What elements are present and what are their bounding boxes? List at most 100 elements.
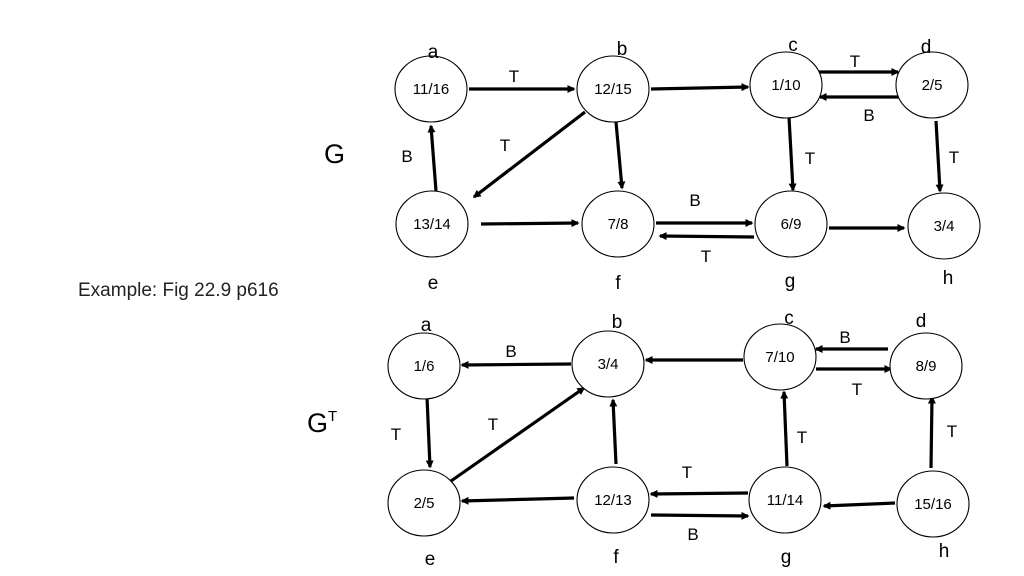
edge-label-e-to-b: T xyxy=(488,415,498,434)
node-name-c: c xyxy=(788,35,798,56)
node-name-e: e xyxy=(425,549,436,570)
node-g: 6/9 g xyxy=(754,190,828,292)
node-circle-a xyxy=(394,55,468,123)
node-c: 1/10 c xyxy=(749,35,823,119)
edge-label-b-to-e: T xyxy=(500,136,510,155)
node-circle-d xyxy=(895,51,969,119)
node-name-a: a xyxy=(428,42,439,63)
node-b: 12/15 b xyxy=(576,39,650,123)
edge-label-d-to-c: B xyxy=(839,328,850,347)
node-times-d: 8/9 xyxy=(916,358,937,375)
node-times-a: 11/16 xyxy=(413,81,449,98)
node-circle-f xyxy=(581,190,655,258)
node-times-g: 11/14 xyxy=(767,492,803,509)
node-c: 7/10 c xyxy=(743,308,817,391)
edge-g-to-f xyxy=(649,489,749,498)
node-circle-e xyxy=(395,190,469,258)
node-d: 2/5d xyxy=(895,37,969,119)
edge-a-to-e xyxy=(425,396,434,469)
node-f: 7/8 f xyxy=(581,190,655,294)
node-b: 3/4 b xyxy=(571,312,645,398)
edge-label-g-to-c: T xyxy=(797,428,807,447)
node-circle-c xyxy=(749,51,823,119)
node-circle-b xyxy=(576,55,650,123)
node-name-g: g xyxy=(781,547,792,568)
edge-label-d-to-h: T xyxy=(949,148,959,167)
graph-title: GT xyxy=(307,408,337,438)
node-times-h: 3/4 xyxy=(934,218,955,235)
graph-title-main: G xyxy=(324,139,345,169)
edge-e-to-f xyxy=(480,219,580,228)
edge-label-g-to-f: T xyxy=(682,463,692,482)
edge-label-b-to-a: B xyxy=(505,342,516,361)
node-h: 15/16 h xyxy=(896,470,970,562)
node-circle-a xyxy=(387,332,461,400)
node-circle-e xyxy=(387,469,461,537)
node-times-b: 12/15 xyxy=(594,81,632,98)
edge-label-c-to-d: T xyxy=(852,380,862,399)
node-a: 11/16 a xyxy=(394,42,468,123)
edge-label-f-to-g: B xyxy=(687,525,698,544)
edge-f-to-b xyxy=(609,398,618,465)
node-times-b: 3/4 xyxy=(598,356,619,373)
edge-e-to-a xyxy=(427,124,438,192)
edge-g-to-f xyxy=(658,232,755,241)
node-name-h: h xyxy=(939,541,950,562)
node-e: 13/14 e xyxy=(395,190,469,294)
edge-label-h-to-d: T xyxy=(947,422,957,441)
edge-h-to-d xyxy=(927,395,936,469)
node-times-e: 2/5 xyxy=(414,495,435,512)
node-name-b: b xyxy=(617,39,628,60)
node-name-a: a xyxy=(421,315,432,336)
node-f: 12/13 f xyxy=(576,466,650,568)
node-circle-b xyxy=(571,330,645,398)
edge-label-g-to-f: T xyxy=(701,247,711,266)
edge-label-a-to-e: T xyxy=(391,425,401,444)
edge-e-to-b xyxy=(450,386,586,483)
edge-label-e-to-a: B xyxy=(401,147,412,166)
node-times-f: 7/8 xyxy=(608,216,629,233)
graph-title: G xyxy=(324,139,345,169)
node-a: 1/6 a xyxy=(387,315,461,400)
edge-b-to-a xyxy=(460,360,572,369)
graph-title-main: G xyxy=(307,408,328,438)
edge-b-to-e xyxy=(472,110,586,199)
node-name-d: d xyxy=(916,311,927,332)
node-name-f: f xyxy=(615,273,621,294)
edge-label-c-to-d: T xyxy=(850,52,860,71)
node-times-h: 15/16 xyxy=(914,496,952,513)
edge-d-to-h xyxy=(934,120,944,193)
figure-caption: Example: Fig 22.9 p616 xyxy=(78,280,279,301)
node-times-e: 13/14 xyxy=(413,216,451,233)
node-name-b: b xyxy=(612,312,623,333)
node-d: 8/9 d xyxy=(889,311,963,400)
edge-b-to-f xyxy=(614,121,626,190)
node-times-c: 7/10 xyxy=(765,349,794,366)
node-circle-g xyxy=(754,190,828,258)
node-circle-g xyxy=(748,466,822,534)
node-times-f: 12/13 xyxy=(594,492,632,509)
edge-f-to-g xyxy=(650,511,750,520)
edge-label-c-to-g: T xyxy=(805,149,815,168)
edge-label-d-to-c: B xyxy=(863,106,874,125)
edge-f-to-e xyxy=(460,496,575,505)
edge-c-to-g xyxy=(787,116,797,192)
node-times-g: 6/9 xyxy=(781,216,802,233)
edge-b-to-c xyxy=(650,83,750,92)
edge-g-to-c xyxy=(780,390,789,467)
node-name-f: f xyxy=(613,547,619,568)
node-name-g: g xyxy=(785,271,796,292)
node-h: 3/4 h xyxy=(907,192,981,289)
node-name-c: c xyxy=(784,308,794,329)
graph-g-transpose: GT B B T T T T T T B 1/6 a 3/4 b 7/10 c 8/9 d 2/5 e 12/13 f 11… xyxy=(307,308,970,570)
node-circle-d xyxy=(889,332,963,400)
node-name-h: h xyxy=(943,268,954,289)
node-times-c: 1/10 xyxy=(771,77,800,94)
node-name-e: e xyxy=(428,273,439,294)
node-times-a: 1/6 xyxy=(414,358,435,375)
edge-h-to-g xyxy=(822,501,896,510)
node-name-d: d xyxy=(921,37,932,58)
